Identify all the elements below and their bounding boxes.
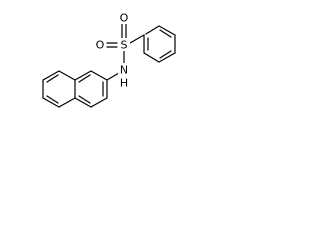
oxygen-left-label: O (96, 39, 105, 52)
bond-phenyl-inner-2 (159, 50, 172, 59)
nitrogen-label: N (120, 64, 128, 77)
bond-naph-11 (58, 97, 76, 108)
bond-phenyl-5 (143, 52, 160, 63)
oxygen-top-label: O (120, 12, 129, 25)
o-top-bg (118, 11, 130, 24)
s-bg (118, 38, 130, 51)
bond-naph-5 (74, 70, 92, 81)
h-bg (118, 76, 130, 89)
chemical-structure-diagram: O O S N H (42, 11, 176, 108)
bond-phenyl-2 (158, 25, 176, 36)
bond-phenyl-inner-1 (159, 29, 172, 38)
bond-naph-2 (90, 97, 108, 108)
n-bg (118, 63, 130, 76)
hydrogen-label: H (120, 77, 128, 90)
sulfonyl-group (106, 23, 145, 64)
bond-n-naphthyl (106, 72, 120, 81)
bond-naph-inner-3 (78, 74, 91, 83)
naphthalene-ring-system (42, 70, 120, 108)
bond-naph-inner-4 (46, 74, 59, 83)
o-left-bg (94, 38, 106, 51)
bond-naph-7 (58, 70, 76, 81)
bond-naph-inner-2 (78, 95, 91, 104)
bond-naph-8 (42, 70, 60, 81)
bond-naph-inner-5 (46, 95, 59, 104)
bond-naph-3 (74, 97, 92, 108)
bond-s-phenyl (129, 34, 145, 44)
bond-phenyl-1 (145, 25, 160, 35)
phenyl-ring (143, 25, 176, 63)
atom-labels: O O S N H (94, 11, 130, 90)
bond-naph-10 (42, 97, 60, 108)
bond-naph-6 (90, 70, 108, 81)
sulfur-label: S (121, 39, 128, 52)
bond-phenyl-4 (158, 52, 176, 63)
